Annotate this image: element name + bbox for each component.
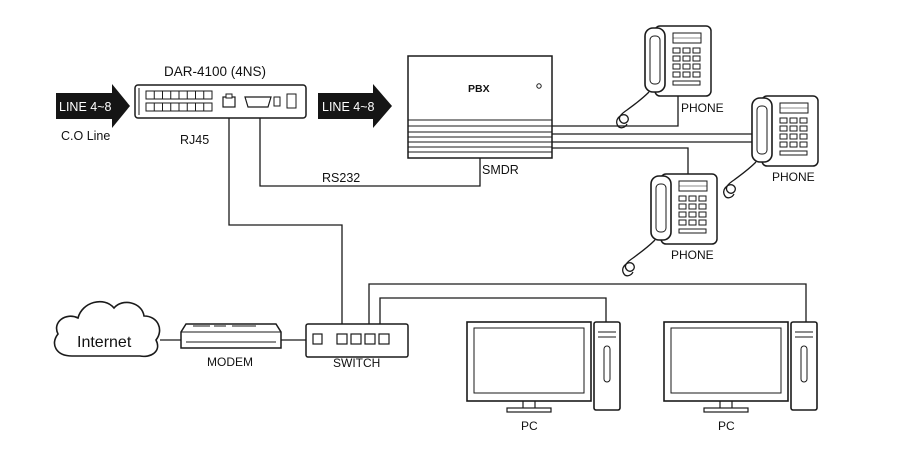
smdr-label: SMDR [482,163,519,177]
phone-label-1: PHONE [681,101,724,115]
pbx-device [407,55,553,159]
connection-lines [160,92,807,341]
pc-label-2: PC [718,419,735,433]
dar-port-block [145,90,213,112]
switch-label: SWITCH [333,356,380,370]
cloud-icon [53,300,161,358]
pbx-phone-1-cable [552,92,679,127]
rs232-cable [259,118,481,187]
dar-4100-device [134,84,307,119]
monitor-icon [466,321,621,413]
arrow-icon [318,84,392,128]
dar-title: DAR-4100 (4NS) [164,64,266,79]
arrow-icon [56,84,130,128]
rj45-label: RJ45 [180,133,209,147]
monitor-icon [663,321,818,413]
modem-label: MODEM [207,355,253,369]
rs232-label: RS232 [322,171,360,185]
dar-serial-port [244,96,272,108]
modem-device [180,323,282,349]
co-line-arrow: LINE 4~8 [56,84,130,128]
pc-label-1: PC [521,419,538,433]
internet-label: Internet [77,334,132,351]
pbx-label: PBX [468,83,490,95]
pbx-line-arrow-label: LINE 4~8 [322,100,375,114]
rj45-cable [228,118,343,330]
phone-label-3: PHONE [671,248,714,262]
co-line-arrow-label: LINE 4~8 [59,100,112,114]
pbx-line-arrow: LINE 4~8 [318,84,392,128]
switch-pc-2-cable [368,283,807,330]
co-line-label: C.O Line [61,129,110,143]
pbx-phone-4-cable [552,147,689,174]
phone-label-2: PHONE [772,170,815,184]
switch-device [305,323,409,358]
switch-pc-1-cable [379,297,607,330]
